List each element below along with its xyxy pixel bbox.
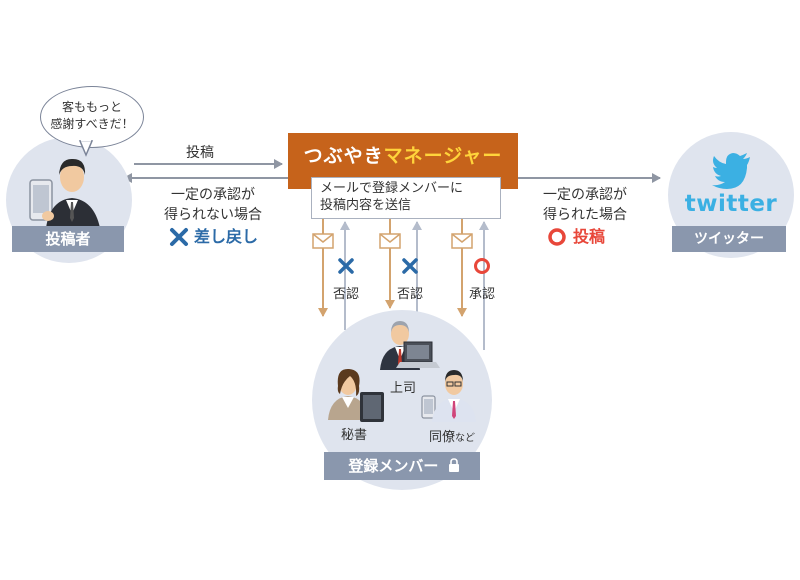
note-line-2: 投稿内容を送信 [320, 198, 412, 213]
poster-band: 投稿者 [12, 226, 124, 252]
reject-condition: 一定の承認が 得られない場合 [148, 185, 278, 225]
colleague-label-main: 同僚 [428, 430, 455, 445]
approve-line-2: 得られた場合 [543, 207, 627, 223]
approve-result: 投稿 [547, 226, 637, 248]
colleague-label: 同僚など [420, 426, 484, 445]
colleague-label-suffix: など [455, 433, 475, 444]
mail-icon [312, 233, 334, 249]
cross-icon [402, 258, 418, 274]
note-line-1: メールで登録メンバーに [320, 181, 464, 196]
poster-speech-bubble: 客ももっと 感謝すべきだ！ [40, 86, 144, 148]
manager-title-part1: つぶやき [303, 145, 384, 167]
colleague-icon [421, 370, 476, 422]
approve-line-1: 一定の承認が [543, 187, 627, 203]
mail-icon [451, 233, 473, 249]
bubble-line-2: 感謝すべきだ！ [50, 117, 134, 131]
approve-circle-icon [474, 258, 490, 274]
approve-result-text: 投稿 [573, 227, 606, 246]
reject-line-1: 一定の承認が [171, 187, 255, 203]
boss-label: 上司 [389, 381, 416, 396]
bubble-line-1: 客ももっと [61, 100, 122, 114]
manager-note: メールで登録メンバーに 投稿内容を送信 [311, 177, 501, 219]
secretary-label: 秘書 [340, 428, 367, 443]
reject-result: 差し戻し [168, 226, 278, 248]
manager-title-part2: マネージャー [383, 145, 503, 167]
secretary-icon [328, 368, 384, 422]
bubble-tail [78, 138, 94, 157]
cross-icon [170, 228, 188, 246]
members-band: 登録メンバー [324, 452, 480, 480]
approve-circle-icon [548, 228, 566, 246]
reject-line-2: 得られない場合 [164, 207, 262, 223]
twitter-bird-icon [712, 153, 750, 189]
vote-label-3: 承認 [468, 287, 495, 302]
post-label: 投稿 [186, 145, 214, 161]
poster-person-icon [29, 158, 100, 228]
twitter-logo: twitter [684, 191, 778, 217]
reject-result-text: 差し戻し [194, 227, 259, 246]
lock-icon [448, 458, 459, 472]
twitter-band: ツイッター [672, 226, 786, 252]
members-band-label: 登録メンバー [348, 457, 439, 475]
cross-icon [338, 258, 354, 274]
vote-label-2: 否認 [396, 287, 423, 302]
approve-condition: 一定の承認が 得られた場合 [520, 185, 650, 225]
mail-icon [379, 233, 401, 249]
vote-label-1: 否認 [332, 287, 359, 302]
boss-icon [380, 321, 440, 370]
